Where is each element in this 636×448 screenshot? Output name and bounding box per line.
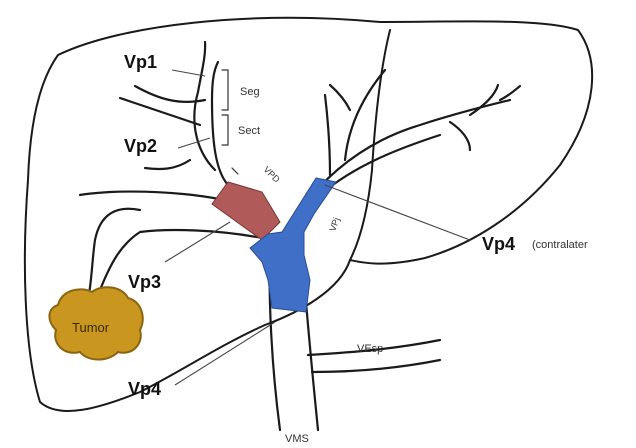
vpd-label: VPD [262,164,283,185]
left-branch-right1 [470,85,498,115]
lobe-division-line [350,30,390,260]
vpj-label: VPj [327,216,341,233]
vp2-label: Vp2 [124,136,157,156]
vp4-left-leader [175,322,275,385]
vpd-bracket [232,168,238,174]
left-branch-tip [330,85,350,110]
vp1-label: Vp1 [124,52,157,72]
vp1-branch [135,86,205,102]
left-portal-main-upper [300,100,510,210]
vesp-label: VEsp [357,343,383,355]
sect-bracket [222,115,228,145]
vp1-leader [172,70,205,76]
splenic-vein-lower [312,360,440,372]
left-branch-right2 [450,122,470,150]
seg-bracket [222,70,228,110]
left-branch-right3 [500,86,520,100]
left-branch-up2 [345,70,385,160]
segmental-branch [212,62,228,185]
vp4-right-label: Vp4 [482,234,515,254]
vp2-leader [178,138,210,148]
vp4-right-suffix: (contralater [532,239,588,251]
left-portal-main-lower [320,135,440,195]
vp2-lower-branch [145,160,190,169]
vms-label: VMS [285,433,309,445]
vp4-right-leader [325,185,470,240]
seg-label: Seg [240,86,260,98]
sect-label: Sect [238,125,260,137]
vp4-left-label: Vp4 [128,379,161,399]
tumor-label: Tumor [72,320,110,335]
left-branch-up [325,95,330,175]
vp3-label: Vp3 [128,272,161,292]
right-portal-lower [100,230,262,290]
vp3-leader [165,222,230,262]
